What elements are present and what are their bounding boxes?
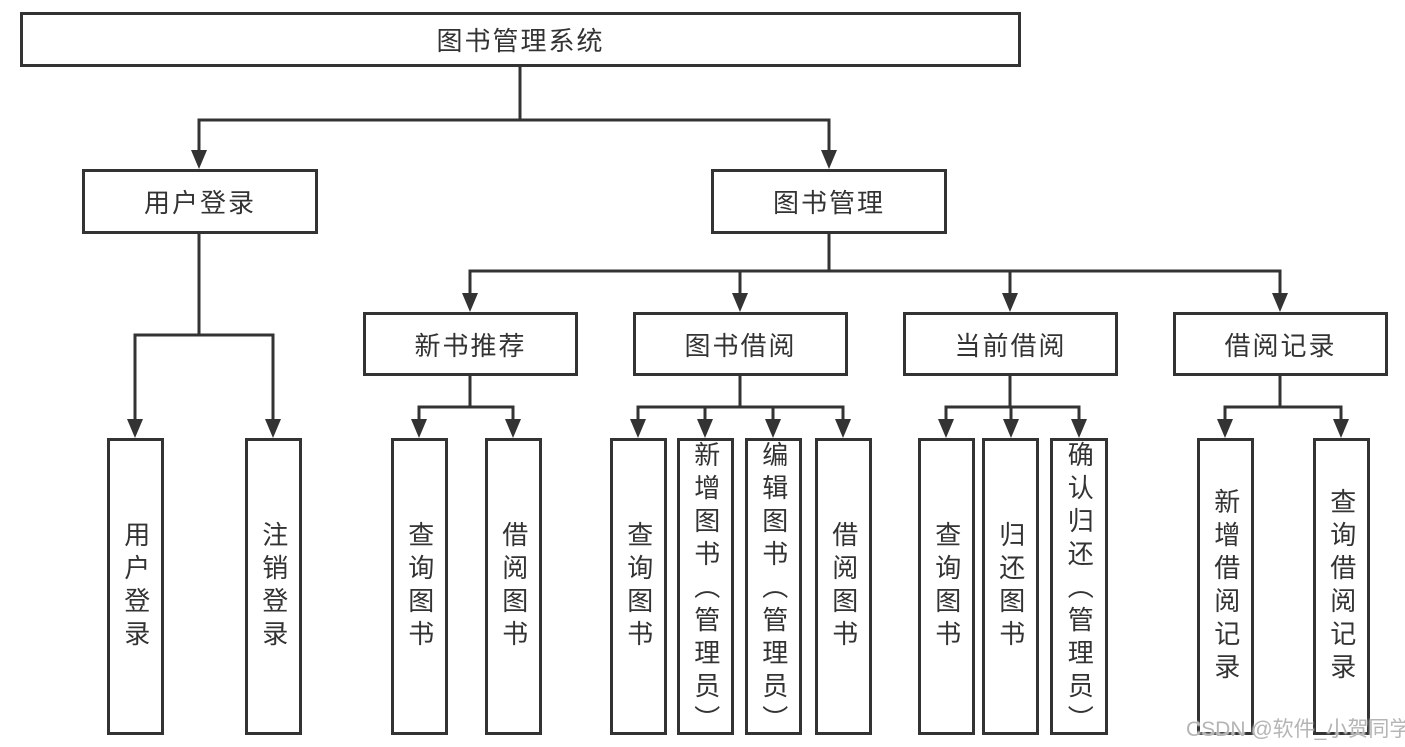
leaf-current-return-label: 归还图书 <box>995 520 1026 653</box>
leaf-newbook-query: 查询图书 <box>391 438 448 735</box>
leaf-records-query: 查询借阅记录 <box>1313 438 1370 735</box>
leaf-borrow-edit: 编辑图书（管理员） <box>745 438 802 738</box>
node-user-login: 用户登录 <box>82 169 318 234</box>
leaf-borrow-add-label: 新增图书（管理员） <box>690 441 721 738</box>
leaf-current-query: 查询图书 <box>918 438 975 735</box>
leaf-borrow-borrow: 借阅图书 <box>815 438 872 735</box>
node-borrow-records-label: 借阅记录 <box>1224 330 1337 361</box>
node-book-management-label: 图书管理 <box>772 188 885 218</box>
leaf-current-query-label: 查询图书 <box>931 520 962 653</box>
node-borrow-records: 借阅记录 <box>1173 312 1388 376</box>
leaf-newbook-borrow: 借阅图书 <box>485 438 542 735</box>
leaf-current-confirm: 确认归还（管理员） <box>1050 438 1108 738</box>
leaf-logout-label: 注销登录 <box>258 520 289 653</box>
leaf-user-login-label: 用户登录 <box>120 520 151 653</box>
node-new-book-recommend-label: 新书推荐 <box>414 330 527 361</box>
leaf-logout: 注销登录 <box>245 438 302 735</box>
leaf-newbook-borrow-label: 借阅图书 <box>498 520 529 653</box>
leaf-borrow-add: 新增图书（管理员） <box>677 438 734 738</box>
node-root-label: 图书管理系统 <box>436 26 605 56</box>
csdn-watermark: CSDN @软件_小贺同学 <box>1186 718 1405 741</box>
node-user-login-label: 用户登录 <box>143 188 256 218</box>
node-root: 图书管理系统 <box>20 12 1021 67</box>
node-book-management: 图书管理 <box>711 169 947 234</box>
leaf-borrow-query: 查询图书 <box>610 438 667 735</box>
node-book-borrow: 图书借阅 <box>633 312 848 376</box>
leaf-newbook-query-label: 查询图书 <box>404 520 435 653</box>
leaf-current-return: 归还图书 <box>982 438 1039 735</box>
leaf-borrow-borrow-label: 借阅图书 <box>828 520 859 653</box>
leaf-records-add: 新增借阅记录 <box>1197 438 1254 735</box>
node-current-borrow: 当前借阅 <box>903 312 1118 376</box>
leaf-current-confirm-label: 确认归还（管理员） <box>1064 441 1095 738</box>
node-new-book-recommend: 新书推荐 <box>363 312 578 376</box>
node-book-borrow-label: 图书借阅 <box>684 330 797 361</box>
leaf-records-add-label: 新增借阅记录 <box>1210 487 1241 686</box>
leaf-borrow-edit-label: 编辑图书（管理员） <box>758 441 789 738</box>
leaf-user-login: 用户登录 <box>107 438 164 735</box>
leaf-records-query-label: 查询借阅记录 <box>1326 487 1357 686</box>
node-current-borrow-label: 当前借阅 <box>954 330 1067 361</box>
leaf-borrow-query-label: 查询图书 <box>623 520 654 653</box>
